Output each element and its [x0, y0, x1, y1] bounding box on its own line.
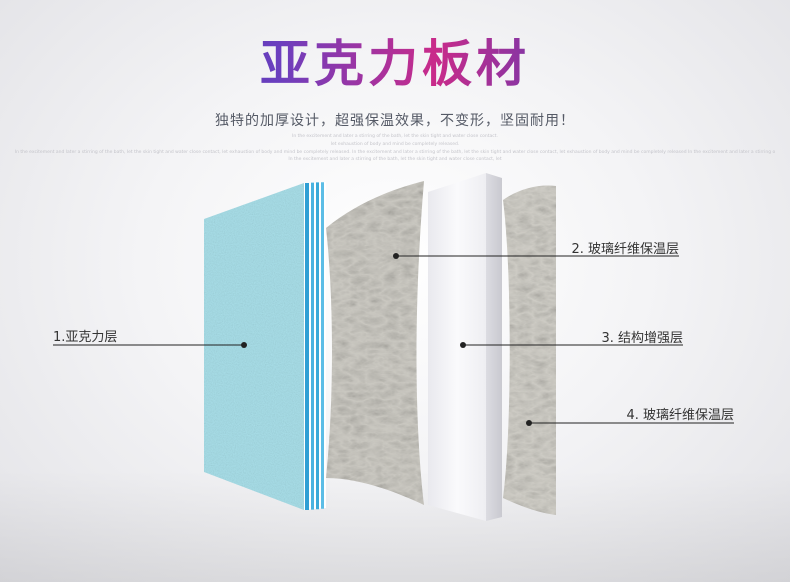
fine-print-line-1: In the excitement and later a stirring o…	[292, 134, 498, 139]
page-title: 亚克力板材	[0, 34, 790, 94]
acrylic-layer-1-edge	[304, 182, 326, 510]
acrylic-layer-1	[204, 183, 304, 510]
fiber-layer-2	[326, 181, 424, 505]
fiber-layer-4	[503, 185, 556, 515]
leader-line-2	[393, 253, 679, 259]
layer-label-4: 4. 玻璃纤维保温层	[626, 408, 734, 423]
foam-layer-3-side	[486, 173, 502, 521]
fine-print-line-4: In the excitement and later a stirring o…	[288, 157, 502, 162]
leader-line-3	[460, 342, 683, 348]
fine-print-line-2: let exhaustion of body and mind be compl…	[330, 142, 460, 147]
layer-label-1: 1.亚克力层	[53, 330, 118, 345]
foam-layer-3	[428, 173, 486, 521]
fine-print-line-3: In the excitement and later a stirring o…	[14, 150, 776, 155]
leader-line-1	[53, 342, 247, 348]
layer-label-3: 3. 结构增强层	[601, 331, 683, 346]
page-subtitle: 独特的加厚设计，超强保温效果，不变形，坚固耐用！	[215, 113, 575, 129]
leader-line-4	[526, 420, 734, 426]
layer-label-2: 2. 玻璃纤维保温层	[571, 242, 679, 257]
